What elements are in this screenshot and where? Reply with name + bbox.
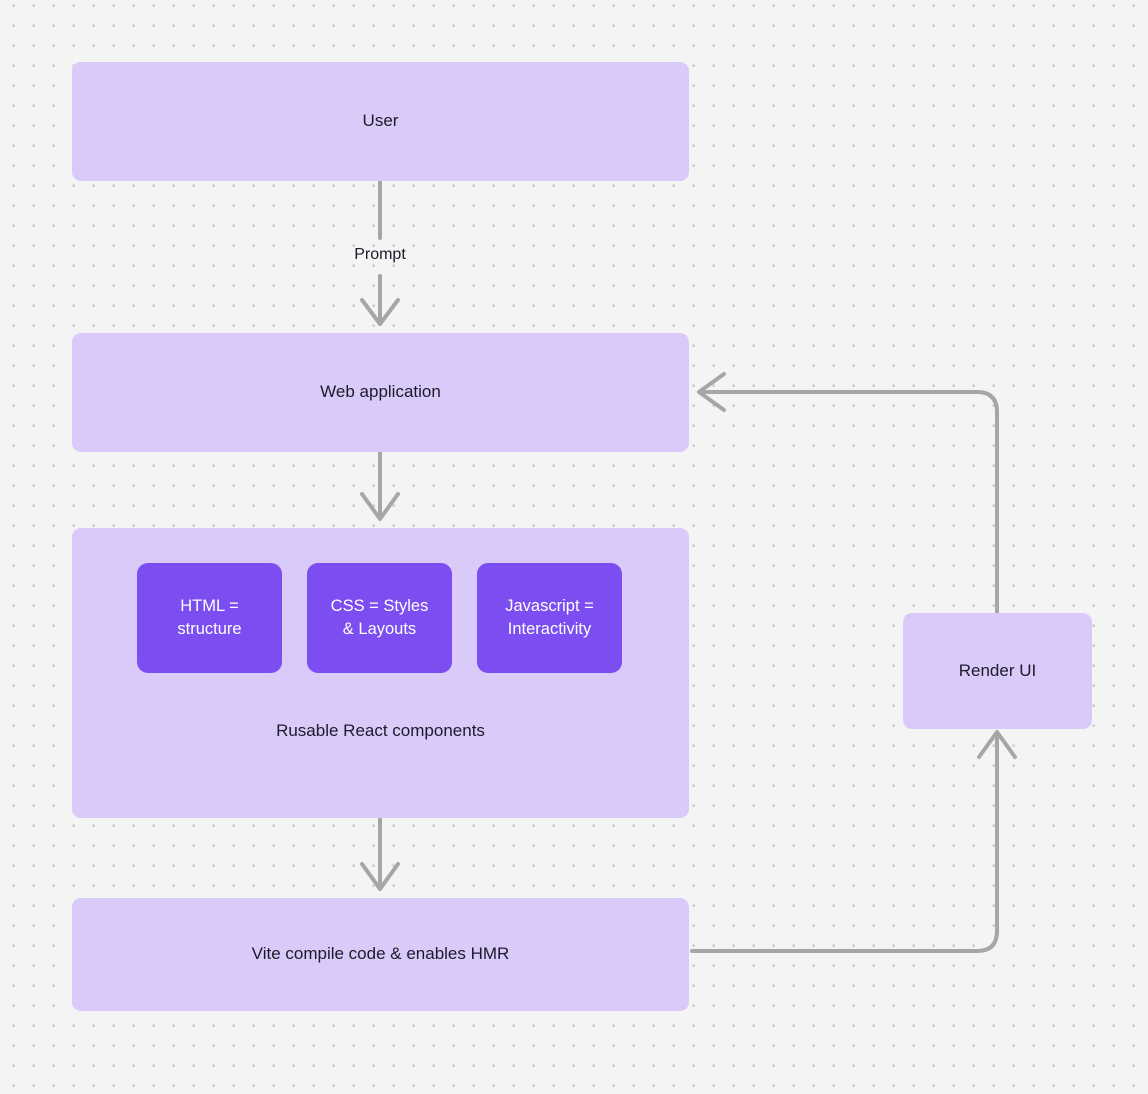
- node-vite-label: Vite compile code & enables HMR: [251, 944, 510, 964]
- edge-label-prompt-text: Prompt: [354, 246, 406, 263]
- edge-web-application-to-components: [360, 450, 400, 521]
- node-html-label-line2: structure: [177, 620, 242, 638]
- edge-vite-to-render-ui: [690, 730, 1017, 953]
- node-html[interactable]: HTML = structure: [137, 563, 282, 673]
- node-web-application[interactable]: Web application: [72, 333, 689, 452]
- node-render-ui-label: Render UI: [958, 660, 1037, 680]
- node-javascript[interactable]: Javascript = Interactivity: [477, 563, 622, 673]
- components-group-caption-text: Rusable React components: [276, 721, 485, 740]
- node-vite[interactable]: Vite compile code & enables HMR: [72, 898, 689, 1011]
- node-javascript-label-line2: Interactivity: [507, 620, 592, 638]
- node-css-label-line2: & Layouts: [342, 620, 417, 638]
- node-css-label-line1: CSS = Styles: [330, 596, 429, 615]
- edge-label-prompt: Prompt: [330, 246, 430, 264]
- components-group-caption: Rusable React components: [72, 720, 689, 743]
- edge-components-to-vite: [360, 816, 400, 891]
- node-javascript-label-line1: Javascript =: [505, 596, 594, 615]
- node-css[interactable]: CSS = Styles & Layouts: [307, 563, 452, 673]
- node-web-application-label: Web application: [320, 382, 441, 402]
- node-html-label-line1: HTML =: [180, 596, 239, 615]
- edge-render-ui-to-web-application: [697, 372, 999, 614]
- node-user-label: User: [362, 111, 399, 131]
- node-user[interactable]: User: [72, 62, 689, 181]
- node-render-ui[interactable]: Render UI: [903, 613, 1092, 729]
